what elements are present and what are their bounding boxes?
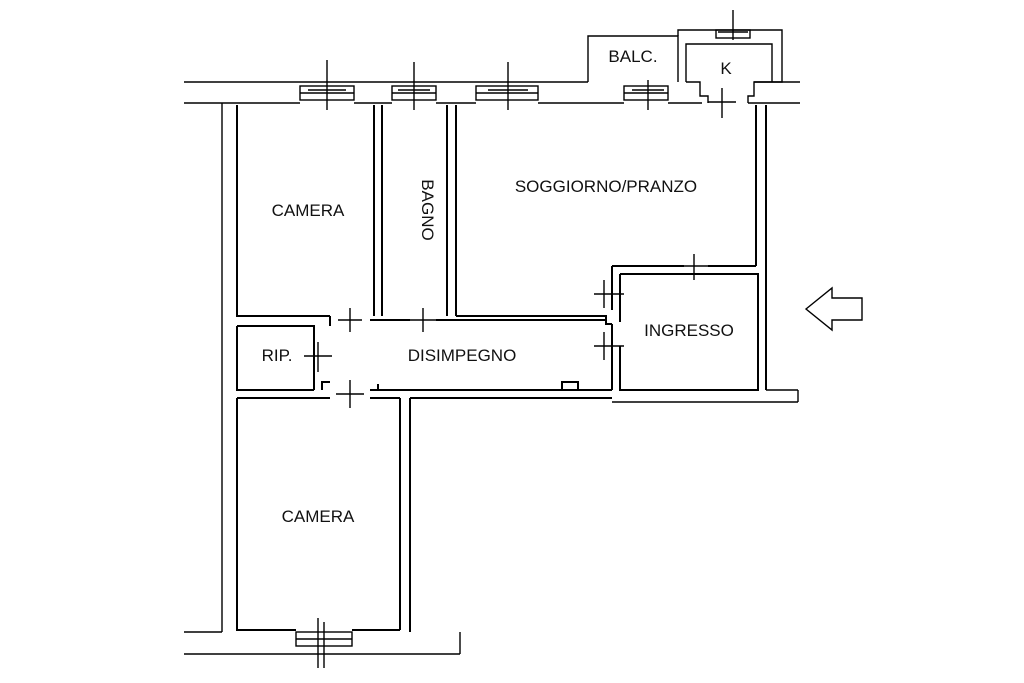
room-label-disimpegno: DISIMPEGNO [408,346,517,365]
room-label-cucina: K [720,59,732,78]
room-label-ingresso: INGRESSO [644,321,734,340]
room-label-balcone: BALC. [608,47,657,66]
room-label-ripostiglio: RIP. [262,346,293,365]
interior-walls [236,105,799,632]
opening-marks [304,10,748,668]
room-label-camera-bottom: CAMERA [282,507,355,526]
room-label-camera-top: CAMERA [272,201,345,220]
outer-walls [184,81,800,655]
room-label-soggiorno: SOGGIORNO/PRANZO [515,177,697,196]
entrance-arrow-icon [804,286,863,332]
balcony-outline [587,29,783,103]
room-label-bagno: BAGNO [418,179,437,240]
